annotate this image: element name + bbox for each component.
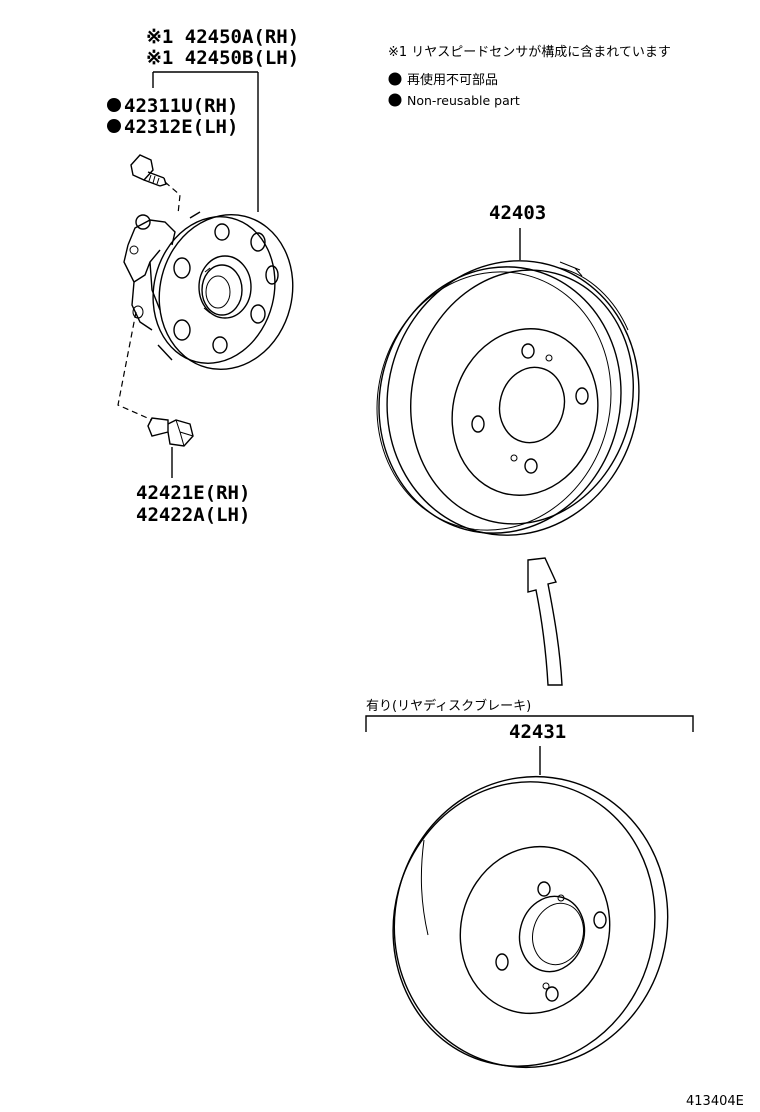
figure-id: 413404E: [686, 1094, 744, 1109]
brake-drum-drawing: [376, 260, 640, 536]
legend-jp: 再使用不可部品: [407, 72, 498, 88]
part-label-mount-bolt-rh[interactable]: 42421E(RH): [136, 482, 250, 504]
part-label-hub-rh[interactable]: ※1 42450A(RH): [146, 26, 299, 48]
mounting-bolt-drawing: [117, 311, 194, 478]
part-label-disc[interactable]: 42431: [509, 721, 566, 743]
part-label-mount-bolt-lh[interactable]: 42422A(LH): [136, 504, 250, 526]
legend-bullet-icon: [388, 93, 402, 107]
sensor-note: ※1 リヤスピードセンサが構成に含まれています: [388, 44, 671, 60]
hub-assembly-drawing: [123, 211, 294, 371]
disc-option-label: 有り(リヤディスクブレーキ): [366, 698, 531, 714]
part-label-drum[interactable]: 42403: [489, 202, 546, 224]
non-reusable-icon: [107, 119, 121, 133]
part-label-bolt-rh[interactable]: 42311U(RH): [124, 95, 238, 117]
option-bracket: [365, 715, 694, 732]
part-label-hub-lh[interactable]: ※1 42450B(LH): [146, 47, 299, 69]
upgrade-arrow-icon: [527, 557, 563, 686]
part-label-bolt-lh[interactable]: 42312E(LH): [124, 116, 238, 138]
hub-bolt-drawing: [130, 154, 181, 215]
brake-disc-drawing: [392, 775, 669, 1069]
non-reusable-icon: [107, 98, 121, 112]
legend-en: Non-reusable part: [407, 93, 520, 108]
legend-bullet-icon: [388, 72, 402, 86]
